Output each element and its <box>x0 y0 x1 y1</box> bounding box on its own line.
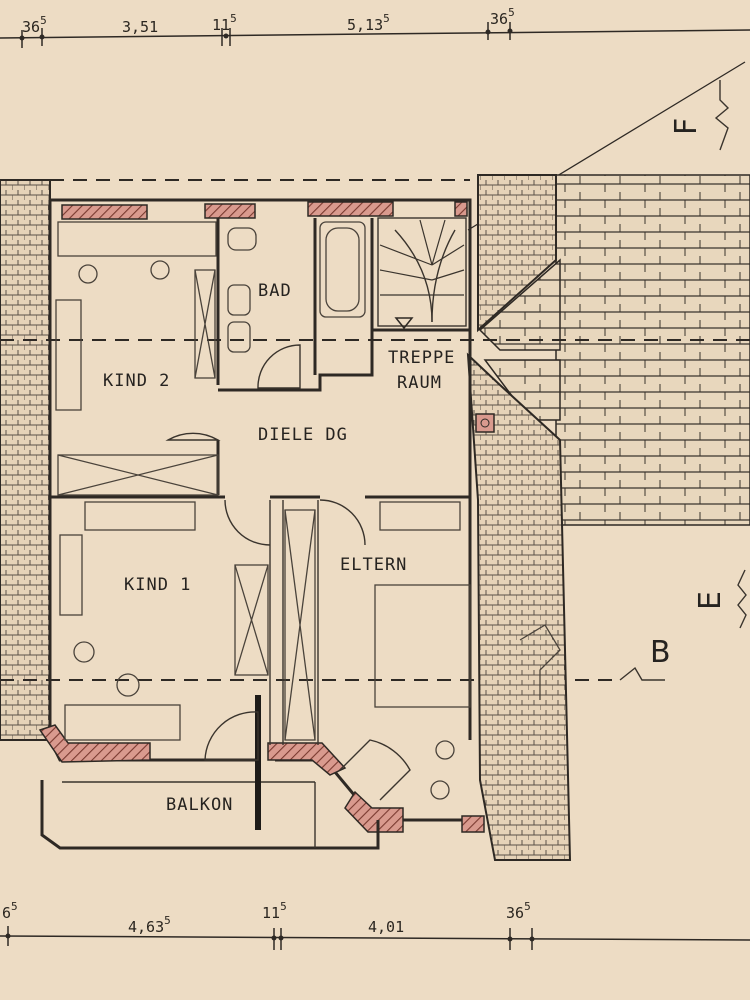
dim-top-2: 3,51 <box>122 18 158 36</box>
dim-bottom-2: 4,635 <box>128 914 171 936</box>
dim-bottom-5: 365 <box>506 900 531 922</box>
room-labels: BAD TREPPE RAUM KIND 2 DIELE DG KIND 1 E… <box>103 281 455 815</box>
cut-walls-bottom <box>38 724 485 833</box>
dim-bottom-4: 4,01 <box>368 918 404 936</box>
staircase <box>377 217 467 330</box>
door-swings <box>165 344 411 801</box>
chimney-flue <box>475 413 495 433</box>
room-label-kind1: KIND 1 <box>124 575 191 595</box>
dim-bottom-1: 65 <box>2 900 18 922</box>
section-marker-e: E <box>693 569 747 629</box>
room-label-kind2: KIND 2 <box>103 371 170 391</box>
interior-walls <box>40 218 470 850</box>
section-marker-b: B <box>619 635 671 681</box>
top-dimension-line: 365 3,51 115 5,135 365 <box>0 6 750 48</box>
dim-top-4: 5,135 <box>347 12 390 34</box>
room-label-balkon: BALKON <box>166 795 233 815</box>
chimney <box>466 174 572 861</box>
bottom-dimension-line: 65 4,635 115 4,01 365 <box>0 900 750 950</box>
dim-top-3: 115 <box>212 12 237 34</box>
room-label-bad: BAD <box>258 281 292 301</box>
dim-bottom-3: 115 <box>262 900 287 922</box>
svg-text:F: F <box>669 118 704 135</box>
svg-text:B: B <box>650 635 671 670</box>
room-label-raum: RAUM <box>397 373 442 393</box>
section-marker-f: F <box>669 80 730 151</box>
dim-top-1: 365 <box>22 14 47 36</box>
svg-text:E: E <box>693 591 728 610</box>
dim-top-5: 365 <box>490 6 515 28</box>
left-roof-edge <box>0 179 51 741</box>
furniture <box>55 221 561 800</box>
roof-area <box>478 174 750 526</box>
room-label-treppe: TREPPE <box>388 348 455 368</box>
room-label-diele: DIELE DG <box>258 425 348 445</box>
cut-walls-top <box>61 201 468 220</box>
room-label-eltern: ELTERN <box>340 555 407 575</box>
